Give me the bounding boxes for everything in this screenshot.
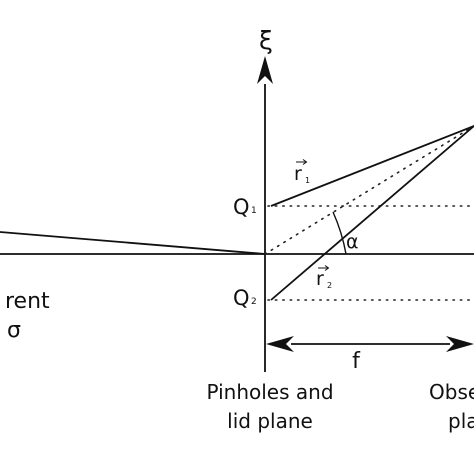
vector-arrow-icon — [296, 159, 308, 165]
alpha-label: α — [346, 231, 359, 253]
r2-label: r — [316, 268, 324, 290]
incoming-ray — [0, 231, 266, 255]
q1-label: Q — [233, 195, 250, 219]
r1-subscript: 1 — [305, 176, 310, 185]
q1-subscript: 1 — [251, 206, 257, 216]
arrow-up-icon — [257, 56, 273, 84]
r2-subscript: 2 — [327, 281, 332, 290]
xi-axis-label: ξ — [259, 26, 273, 55]
focal-length-label: f — [352, 349, 361, 374]
r1-label: r — [294, 163, 302, 185]
dimension-arrow-left — [266, 336, 294, 352]
q2-subscript: 2 — [251, 297, 257, 307]
alpha-angle-arc — [332, 211, 347, 255]
center-dotted-ray — [264, 125, 474, 255]
observation-plane-caption-line2: pla — [448, 409, 474, 433]
pinhole-plane-caption-line2: lid plane — [227, 409, 313, 433]
q2-label: Q — [233, 286, 250, 310]
ray-r2 — [270, 125, 474, 301]
pinhole-plane-caption-line1: Pinholes and — [206, 380, 333, 404]
dimension-arrow-right — [446, 336, 474, 352]
source-label: rent — [5, 289, 50, 314]
sigma-label: σ — [7, 318, 21, 343]
ray-r1 — [270, 125, 474, 207]
vector-arrow-icon — [318, 265, 330, 271]
observation-plane-caption-line1: Obse — [429, 380, 474, 404]
